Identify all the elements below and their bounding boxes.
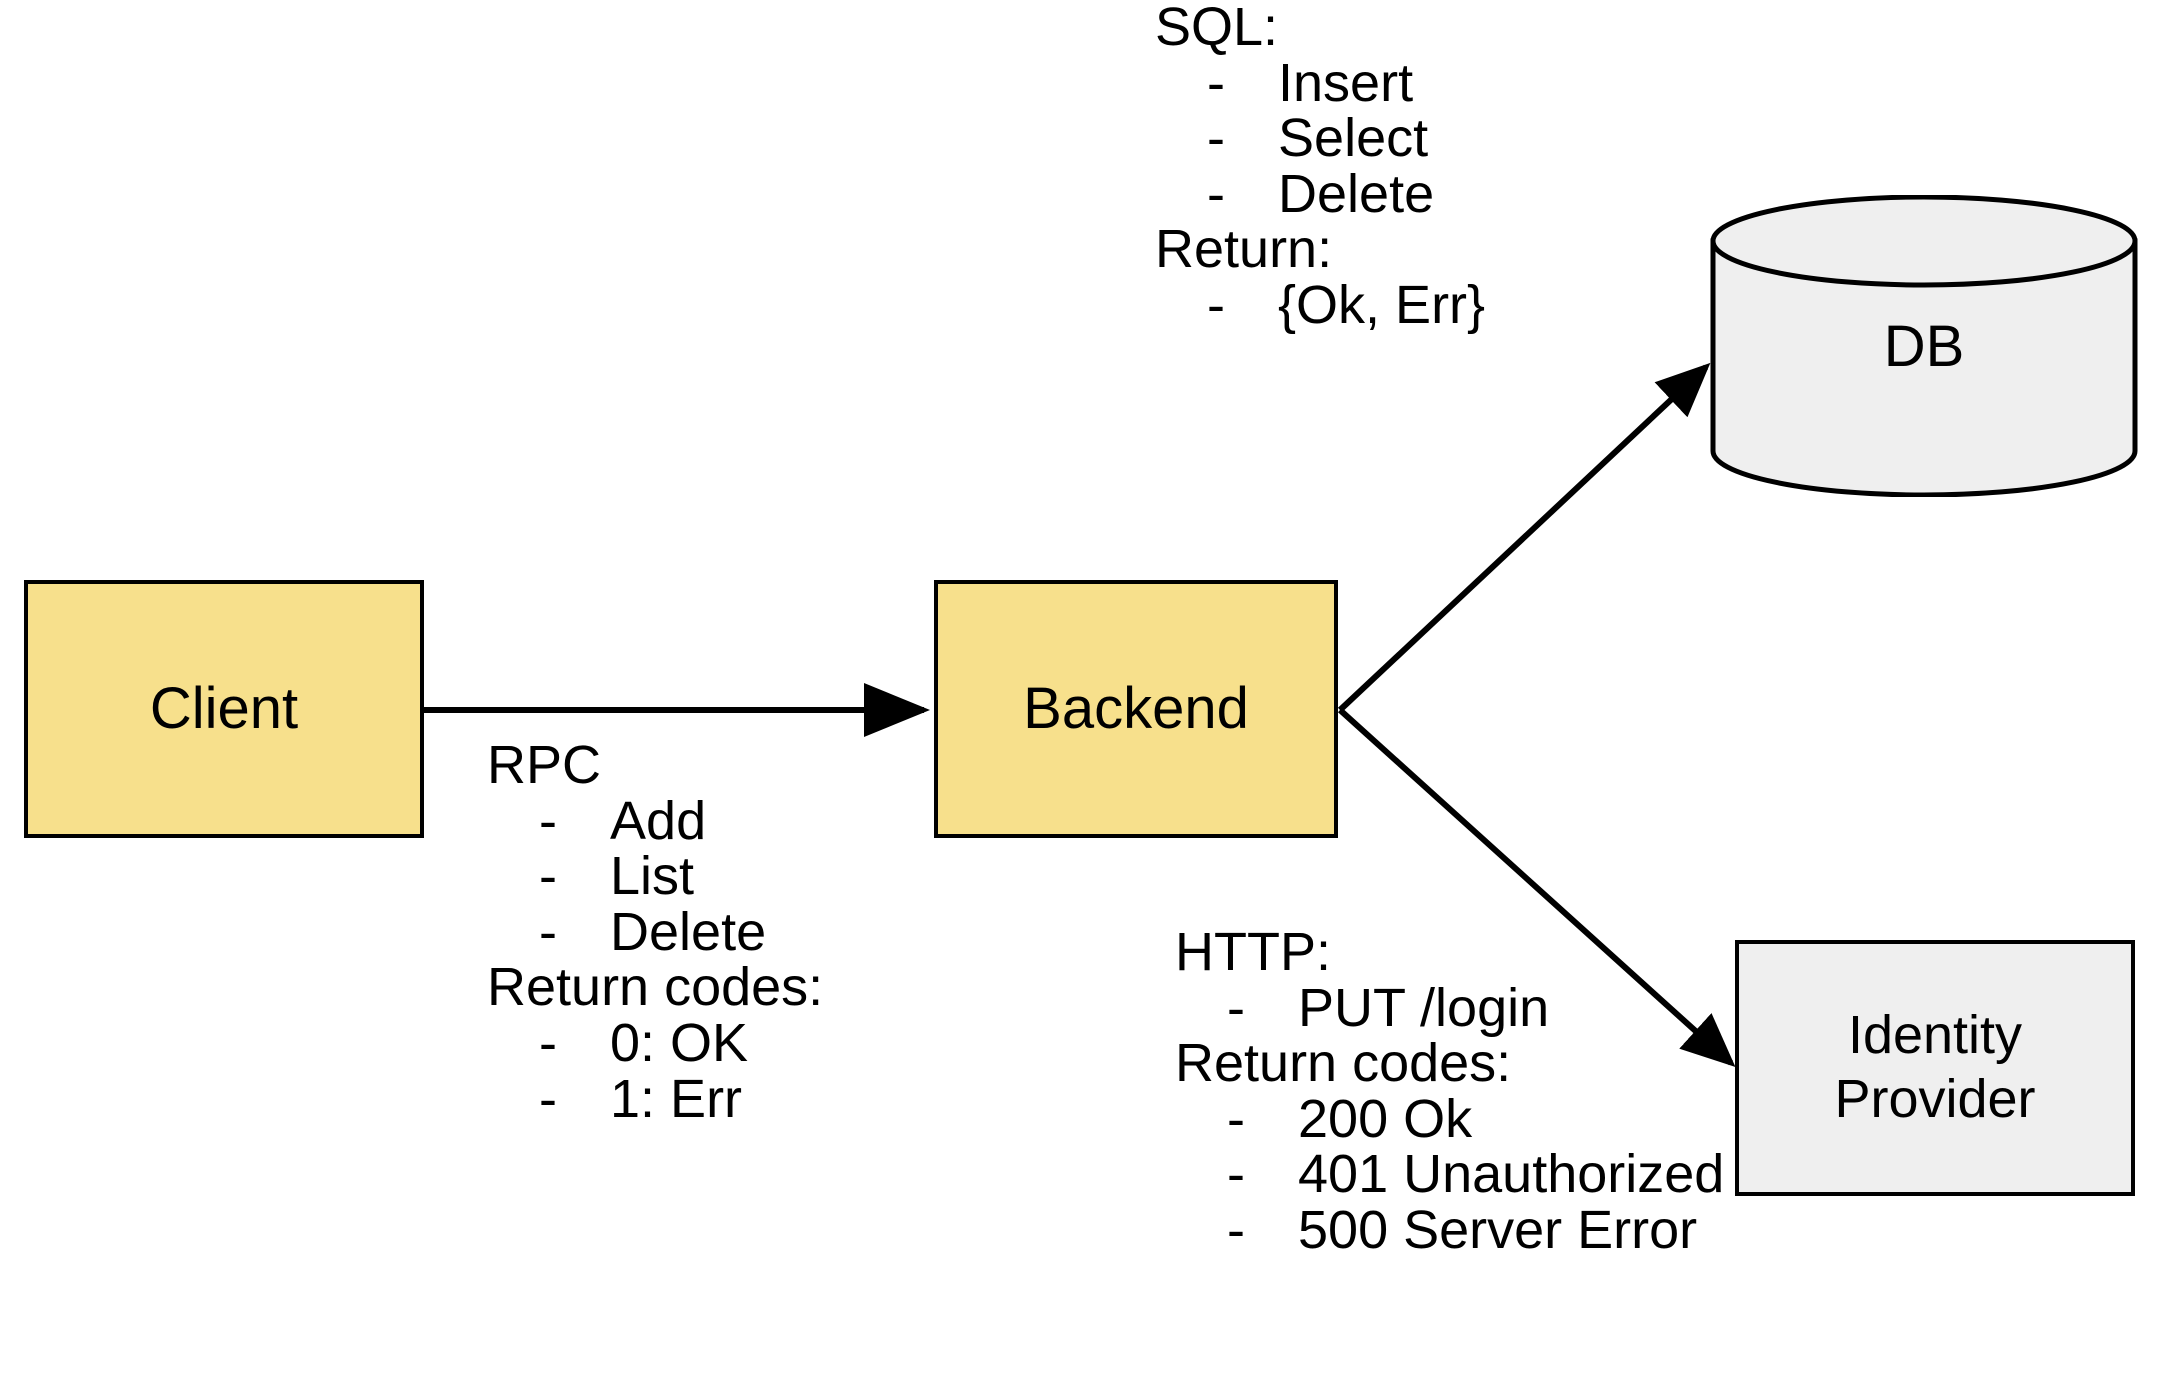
annotation-rpc-item: - List <box>487 849 823 905</box>
annotation-http-heading: HTTP: <box>1175 922 1331 982</box>
annotation-http-item-label: PUT /login <box>1298 977 1550 1038</box>
bullet-dash: - <box>1227 1088 1245 1149</box>
annotation-sql-return-item-label: {Ok, Err} <box>1278 275 1486 336</box>
bullet-dash: - <box>539 901 557 962</box>
annotation-rpc-heading: RPC <box>487 735 602 795</box>
annotation-rpc-item: - Delete <box>487 901 823 962</box>
database-cylinder-icon <box>1710 195 2138 497</box>
annotation-rpc-return-item: - 1: Err <box>487 1068 823 1129</box>
node-backend-label: Backend <box>1023 675 1249 741</box>
node-client[interactable]: Client <box>24 580 424 838</box>
node-db-label: DB <box>1883 314 1965 379</box>
bullet-dash: - <box>539 1068 557 1129</box>
annotation-rpc: RPC - Add - List - Delete Return codes: … <box>487 735 824 1129</box>
annotation-http-return-heading: Return codes: <box>1175 1033 1512 1094</box>
annotation-rpc-return-item-label: 1: Err <box>610 1068 743 1129</box>
bullet-dash: - <box>1227 1200 1245 1261</box>
bullet-dash: - <box>539 790 557 851</box>
node-identity-provider[interactable]: Identity Provider <box>1735 940 2135 1196</box>
annotation-rpc-return-item: - 0: OK <box>487 1013 823 1074</box>
annotation-http-return-item-label: 401 Unauthorized <box>1298 1144 1725 1205</box>
annotation-rpc-item-label: Delete <box>610 901 767 962</box>
bullet-dash: - <box>1207 52 1225 113</box>
annotation-http-return-item-label: 500 Server Error <box>1298 1200 1698 1261</box>
annotation-http-return-item: - 401 Unauthorized <box>1175 1147 1724 1203</box>
annotation-sql-item-label: Insert <box>1278 52 1414 113</box>
annotation-rpc-item: - Add <box>487 790 823 851</box>
annotation-sql-item: - Delete <box>1155 163 1485 224</box>
annotation-sql: SQL: - Insert - Select - Delete Return: … <box>1155 0 1485 334</box>
annotation-http-return-item-label: 200 Ok <box>1298 1088 1473 1149</box>
bullet-dash: - <box>1227 1144 1245 1205</box>
bullet-dash: - <box>1207 163 1225 224</box>
bullet-dash: - <box>1207 275 1225 336</box>
bullet-dash: - <box>1227 977 1245 1038</box>
annotation-sql-item-label: Delete <box>1278 163 1435 224</box>
annotation-http-return-item: - 200 Ok <box>1175 1088 1724 1149</box>
annotation-sql-item: - Select <box>1155 111 1485 167</box>
node-client-label: Client <box>149 675 299 741</box>
annotation-sql-return-item: - {Ok, Err} <box>1155 275 1486 336</box>
annotation-rpc-item-label: List <box>610 846 695 907</box>
annotation-sql-return-heading: Return: <box>1155 219 1333 280</box>
annotation-sql-item-label: Select <box>1278 108 1429 169</box>
bullet-dash: - <box>539 846 557 907</box>
bullet-dash: - <box>539 1013 557 1074</box>
annotation-http-item: - PUT /login <box>1175 977 1724 1038</box>
node-backend[interactable]: Backend <box>934 580 1338 838</box>
annotation-rpc-return-heading: Return codes: <box>487 957 824 1018</box>
annotation-http: HTTP: - PUT /login Return codes: - 200 O… <box>1175 922 1724 1261</box>
annotation-rpc-return-item-label: 0: OK <box>610 1013 749 1074</box>
edge-backend-to-db <box>1337 362 1711 713</box>
bullet-dash: - <box>1207 108 1225 169</box>
node-identity-provider-label: Identity Provider <box>1834 1005 2036 1129</box>
annotation-sql-heading: SQL: <box>1155 0 1279 57</box>
annotation-http-return-item: - 500 Server Error <box>1175 1200 1724 1261</box>
annotation-sql-item: - Insert <box>1155 52 1485 113</box>
node-db[interactable]: DB <box>1708 195 2140 497</box>
annotation-rpc-item-label: Add <box>610 790 707 851</box>
